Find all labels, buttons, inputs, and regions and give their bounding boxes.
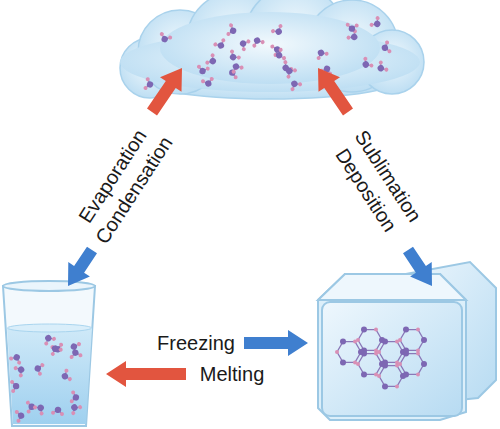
process-arrow bbox=[318, 68, 353, 115]
process-arrow bbox=[68, 247, 97, 286]
glass bbox=[3, 281, 95, 426]
ice-lattice bbox=[335, 327, 427, 390]
process-label: Melting bbox=[200, 364, 264, 384]
ice-cubes bbox=[318, 262, 496, 420]
process-arrow bbox=[244, 330, 308, 356]
arrows bbox=[68, 68, 432, 387]
process-arrow bbox=[403, 247, 432, 286]
process-arrow bbox=[106, 361, 186, 387]
process-label: Freezing bbox=[157, 333, 235, 353]
molecules bbox=[8, 15, 427, 423]
process-arrow bbox=[147, 68, 182, 115]
